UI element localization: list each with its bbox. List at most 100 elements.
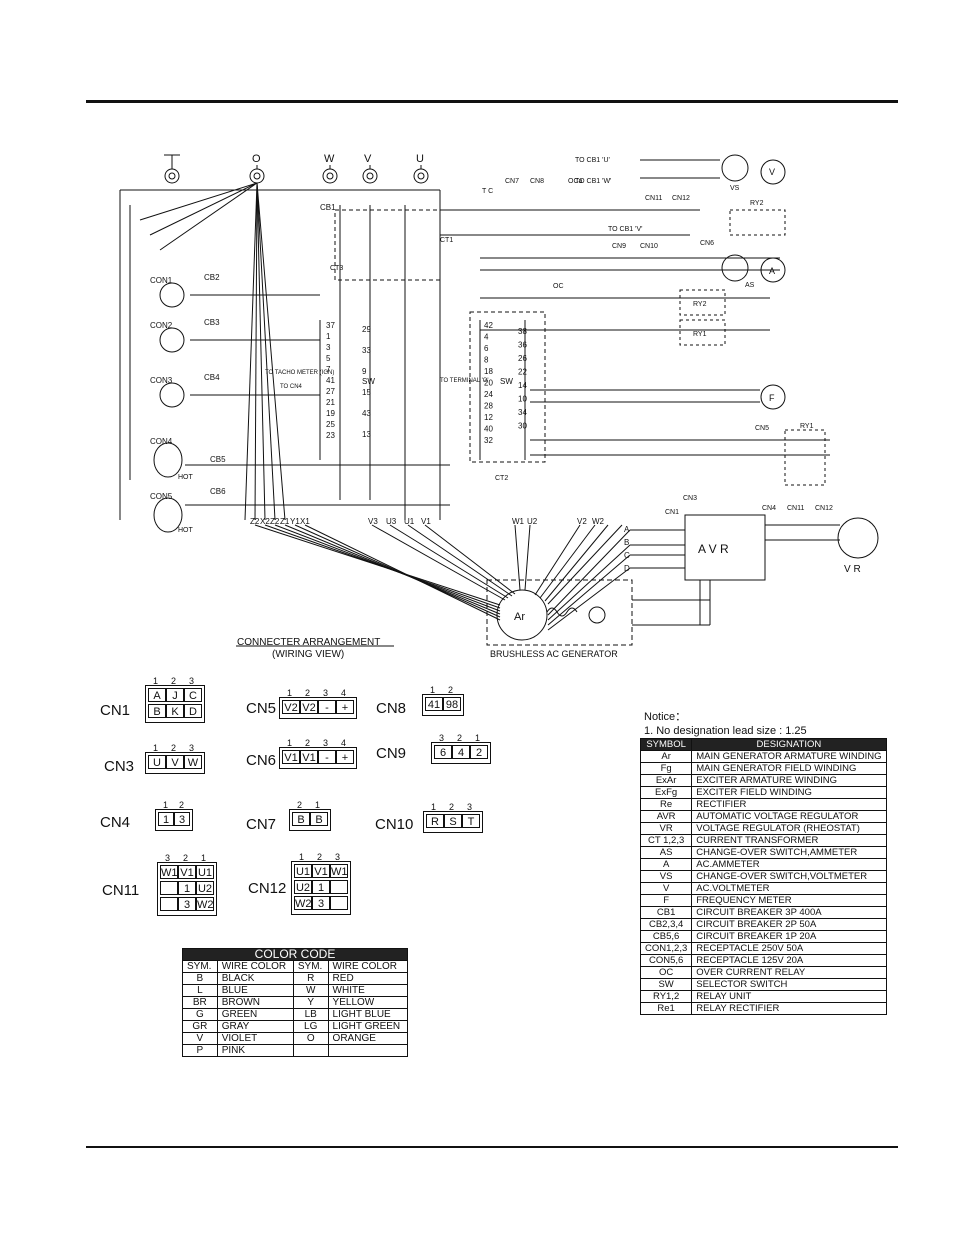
pin-number: 2 (317, 852, 323, 862)
pin-number: 2 (179, 800, 185, 810)
switch-terminal-number: 27 (326, 387, 335, 396)
col-header: WIRE COLOR (216, 960, 294, 973)
table-cell: SELECTOR SWITCH (691, 978, 887, 991)
table-cell: AVR (639, 810, 693, 823)
table-cell (292, 1044, 329, 1057)
table-cell: RY1,2 (639, 990, 693, 1003)
wire-label: X2 (260, 517, 270, 526)
sw-label: SW (362, 377, 375, 386)
cn11-pin: U1 (196, 865, 214, 879)
table-cell: VS (639, 870, 693, 883)
pin-number: 2 (305, 688, 311, 698)
switch-terminal-number: 13 (362, 430, 371, 439)
table-cell: RED (327, 972, 409, 985)
cn3-pin: U (148, 755, 166, 769)
table-cell: VOLTAGE REGULATOR (RHEOSTAT) (691, 822, 887, 835)
switch-terminal-number: 41 (326, 376, 335, 385)
svg-text:OCa: OCa (568, 178, 583, 185)
col-header: SYMBOL (639, 738, 693, 751)
switch-numbers: 3713574127211925232933915431342468182024… (250, 321, 630, 573)
switch-terminal-number: 38 (518, 327, 527, 336)
col-header: DESIGNATION (691, 738, 887, 751)
cn11-pin (160, 897, 178, 911)
cn12-pin: V1 (312, 864, 330, 878)
generator-label: BRUSHLESS AC GENERATOR (490, 649, 618, 659)
switch-terminal-number: 9 (362, 367, 367, 376)
cn3-pin: V (166, 755, 184, 769)
cn12-label: CN12 (248, 880, 287, 897)
wire-label: Z1 (280, 517, 290, 526)
table-cell: R (292, 972, 329, 985)
switch-terminal-number: 42 (484, 321, 493, 330)
wire-label: V3 (368, 517, 378, 526)
switch-terminal-number: 29 (362, 325, 371, 334)
cn1-pin: B (148, 704, 166, 718)
svg-text:CB6: CB6 (210, 487, 226, 496)
table-cell: CB2,3,4 (639, 918, 693, 931)
terminal-w: W (324, 153, 335, 165)
table-cell: BR (182, 996, 218, 1009)
svg-text:CT3: CT3 (330, 265, 343, 272)
cn7-pin: B (310, 812, 328, 826)
svg-text:V: V (769, 167, 775, 177)
table-cell: GR (182, 1020, 218, 1033)
switch-terminal-number: 21 (326, 398, 335, 407)
table-cell: LIGHT GREEN (327, 1020, 409, 1033)
vr-label: V R (844, 564, 861, 575)
wire-label: U1 (404, 517, 415, 526)
table-cell: Ar (639, 750, 693, 763)
svg-text:RY1: RY1 (800, 423, 814, 430)
table-cell: RECEPTACLE 125V 20A (691, 954, 887, 967)
svg-text:CON5: CON5 (150, 492, 173, 501)
terminal-u: U (416, 153, 424, 165)
cn3-pin: W (184, 755, 202, 769)
switch-terminal-number: 23 (326, 431, 335, 440)
cn11-label: CN11 (102, 882, 140, 899)
svg-text:CB3: CB3 (204, 318, 220, 327)
switch-terminal-number: 12 (484, 413, 493, 422)
table-cell: PINK (216, 1044, 294, 1057)
svg-text:CN3: CN3 (683, 495, 697, 502)
table-cell: OVER CURRENT RELAY (691, 966, 887, 979)
table-cell: WHITE (327, 984, 409, 997)
switch-terminal-number: 8 (484, 356, 489, 365)
cn12-pin: W1 (330, 864, 348, 878)
diagram-labels: O W V U CB1 CB2 CB3 CB4 CB5 CB6 CON1 CON… (150, 153, 861, 660)
pin-number: 1 (287, 688, 293, 698)
pin-number: 3 (439, 733, 445, 743)
svg-text:TO CB1 'W': TO CB1 'W' (575, 178, 611, 185)
table-cell: Fg (639, 762, 693, 775)
pin-number: 4 (341, 738, 347, 748)
table-cell: MAIN GENERATOR FIELD WINDING (691, 762, 887, 775)
switch-terminal-number: 26 (518, 354, 527, 363)
svg-text:CB2: CB2 (204, 273, 220, 282)
pin-number: 3 (323, 688, 329, 698)
cn11-pin (160, 881, 178, 895)
svg-text:TO TERMINAL 'O': TO TERMINAL 'O' (440, 378, 489, 384)
svg-text:HOT: HOT (178, 474, 194, 481)
table-cell: SW (639, 978, 693, 991)
svg-text:TO TACHO METER (IGN): TO TACHO METER (IGN) (265, 370, 334, 376)
cn6-pin: V1 (300, 750, 318, 764)
wire-label: U3 (386, 517, 397, 526)
table-cell: CIRCUIT BREAKER 1P 20A (691, 930, 887, 943)
switch-terminal-number: 14 (518, 381, 527, 390)
svg-text:CN5: CN5 (755, 425, 769, 432)
table-cell: RECTIFIER (691, 798, 887, 811)
table-cell: LB (292, 1008, 329, 1021)
